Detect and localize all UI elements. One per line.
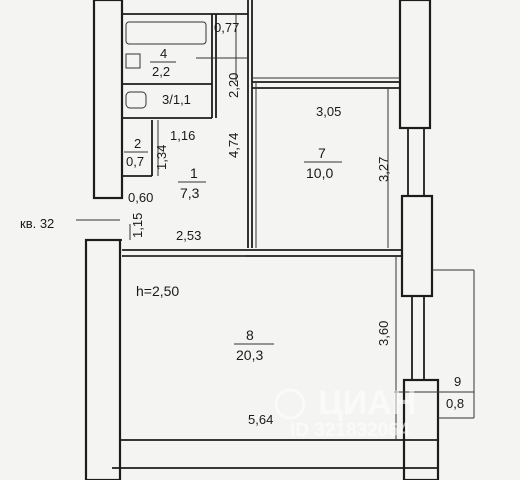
room-8-area: 20,3 — [236, 347, 263, 363]
dim-327: 3,27 — [376, 157, 391, 182]
wall-right-pillar — [400, 194, 434, 298]
room-2-number: 2 — [134, 136, 141, 151]
dim-564: 5,64 — [248, 412, 273, 427]
labels: кв. 32 h=2,50 4 2,2 3/1,1 2 0,7 1 7,3 7 … — [20, 20, 464, 427]
dim-305: 3,05 — [316, 104, 341, 119]
walls — [76, 0, 475, 480]
room-4-area: 2,2 — [152, 64, 170, 79]
dim-134: 1,34 — [154, 145, 169, 170]
toilet — [125, 91, 147, 109]
room-9-area: 0,8 — [446, 396, 464, 411]
room-8-number: 8 — [246, 327, 254, 343]
room-3-label: 3/1,1 — [162, 92, 191, 107]
watermark-id: ID 321832064 — [290, 420, 410, 441]
room-1-area: 7,3 — [180, 185, 200, 201]
room-1-number: 1 — [190, 165, 198, 181]
watermark: ЦИАН ID 321832064 — [274, 384, 416, 441]
apartment-label: кв. 32 — [20, 216, 54, 231]
wall-right-lower — [402, 378, 440, 480]
room-4-number: 4 — [160, 46, 167, 61]
dim-253: 2,53 — [176, 228, 201, 243]
dim-060: 0,60 — [128, 190, 153, 205]
wall-left-lower — [84, 238, 122, 480]
dim-077: 0,77 — [214, 20, 239, 35]
wall-right-upper — [398, 0, 432, 130]
dim-116: 1,16 — [170, 128, 195, 143]
room-7-area: 10,0 — [306, 165, 333, 181]
ceiling-height: h=2,50 — [136, 283, 179, 299]
room-7-number: 7 — [318, 145, 326, 161]
dim-360: 3,60 — [376, 321, 391, 346]
bathtub — [125, 21, 207, 45]
room-9-number: 9 — [454, 374, 461, 389]
watermark-brand: ЦИАН — [318, 384, 416, 422]
washbasin — [125, 53, 141, 69]
room-2-area: 0,7 — [126, 154, 144, 169]
fixtures — [125, 21, 212, 240]
dimension-lines — [124, 14, 474, 440]
dim-220: 2,20 — [226, 73, 241, 98]
dim-474: 4,74 — [226, 133, 241, 158]
wall-left-upper — [92, 0, 124, 200]
dim-115: 1,15 — [130, 213, 145, 238]
